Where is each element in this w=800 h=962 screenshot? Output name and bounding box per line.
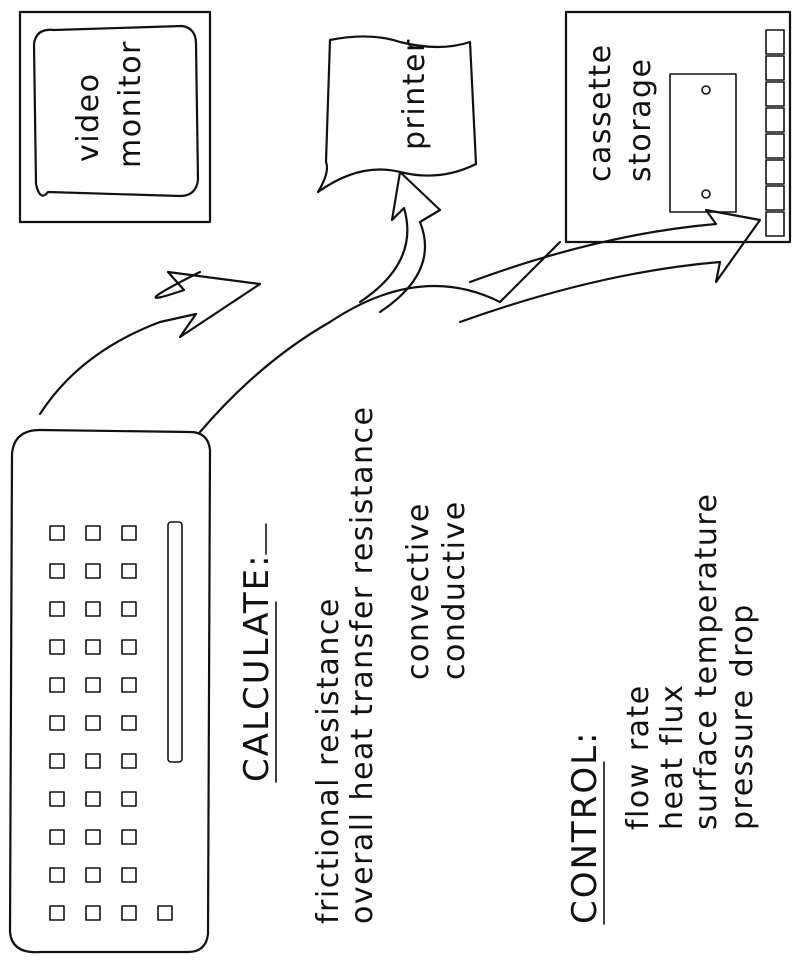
keyboard-key [122,830,136,844]
keyboard [10,430,210,952]
calculate-item-1: frictional resistance [311,597,346,924]
arrow-to-cassette [460,210,760,322]
keyboard-key [122,526,136,540]
keyboard-keys [50,526,172,920]
keyboard-key [50,906,64,920]
control-item-4: pressure drop [725,603,760,830]
keyboard-key [122,640,136,654]
keyboard-key [50,792,64,806]
keyboard-key [122,716,136,730]
keyboard-key [86,792,100,806]
cassette-tape-row [766,30,784,236]
keyboard-key [50,868,64,882]
cassette-tape [766,108,784,132]
control-heading: CONTROL: [565,731,605,925]
keyboard-key [86,830,100,844]
keyboard-key [50,526,64,540]
control-item-2: heat flux [655,684,690,830]
calculate-item-4: conductive [437,500,472,680]
calculate-item-2: overall heat transfer resistance [345,406,380,925]
cassette-tape [766,134,784,158]
keyboard-key [122,602,136,616]
keyboard-key [50,830,64,844]
cassette-reel-right [702,86,710,94]
keyboard-key [86,526,100,540]
control-block: CONTROL: flow rate heat flux surface tem… [565,493,760,924]
keyboard-key [50,602,64,616]
keyboard-spacebar [168,522,182,762]
flow-arrows [40,172,760,432]
cassette-label-line2: storage [623,58,658,182]
monitor-label-line1: video [71,73,106,162]
video-monitor: video monitor [20,12,210,222]
cassette-tape [766,56,784,80]
keyboard-key [86,564,100,578]
calculate-heading: CALCULATE: [237,553,277,782]
control-item-1: flow rate [621,684,656,830]
cassette-tape [766,82,784,106]
keyboard-key [86,716,100,730]
keyboard-key [158,906,172,920]
keyboard-key [122,754,136,768]
keyboard-key [122,564,136,578]
cassette-tape [766,186,784,210]
keyboard-key [86,678,100,692]
keyboard-key [50,678,64,692]
cassette-tape [766,212,784,236]
keyboard-key [50,716,64,730]
arrow-to-monitor [40,272,260,414]
keyboard-key [50,640,64,654]
calculate-block: CALCULATE: frictional resistance overall… [237,406,472,925]
cassette-reel-left [702,190,710,198]
keyboard-key [122,868,136,882]
calculate-item-3: convective [401,502,436,680]
monitor-label-line2: monitor [113,40,148,168]
control-item-3: surface temperature [689,493,724,830]
keyboard-key [86,906,100,920]
cassette-tape [766,30,784,54]
cassette-label-line1: cassette [583,43,618,182]
keyboard-key [86,868,100,882]
keyboard-key [122,792,136,806]
keyboard-key [86,754,100,768]
keyboard-key [50,754,64,768]
printer: printer [318,36,476,192]
cassette-storage: cassette storage [566,12,790,242]
cassette-tape [766,160,784,184]
printer-label: printer [397,38,432,150]
keyboard-key [122,678,136,692]
keyboard-icon [10,430,210,952]
keyboard-key [50,564,64,578]
keyboard-key [122,906,136,920]
keyboard-key [86,640,100,654]
keyboard-key [86,602,100,616]
